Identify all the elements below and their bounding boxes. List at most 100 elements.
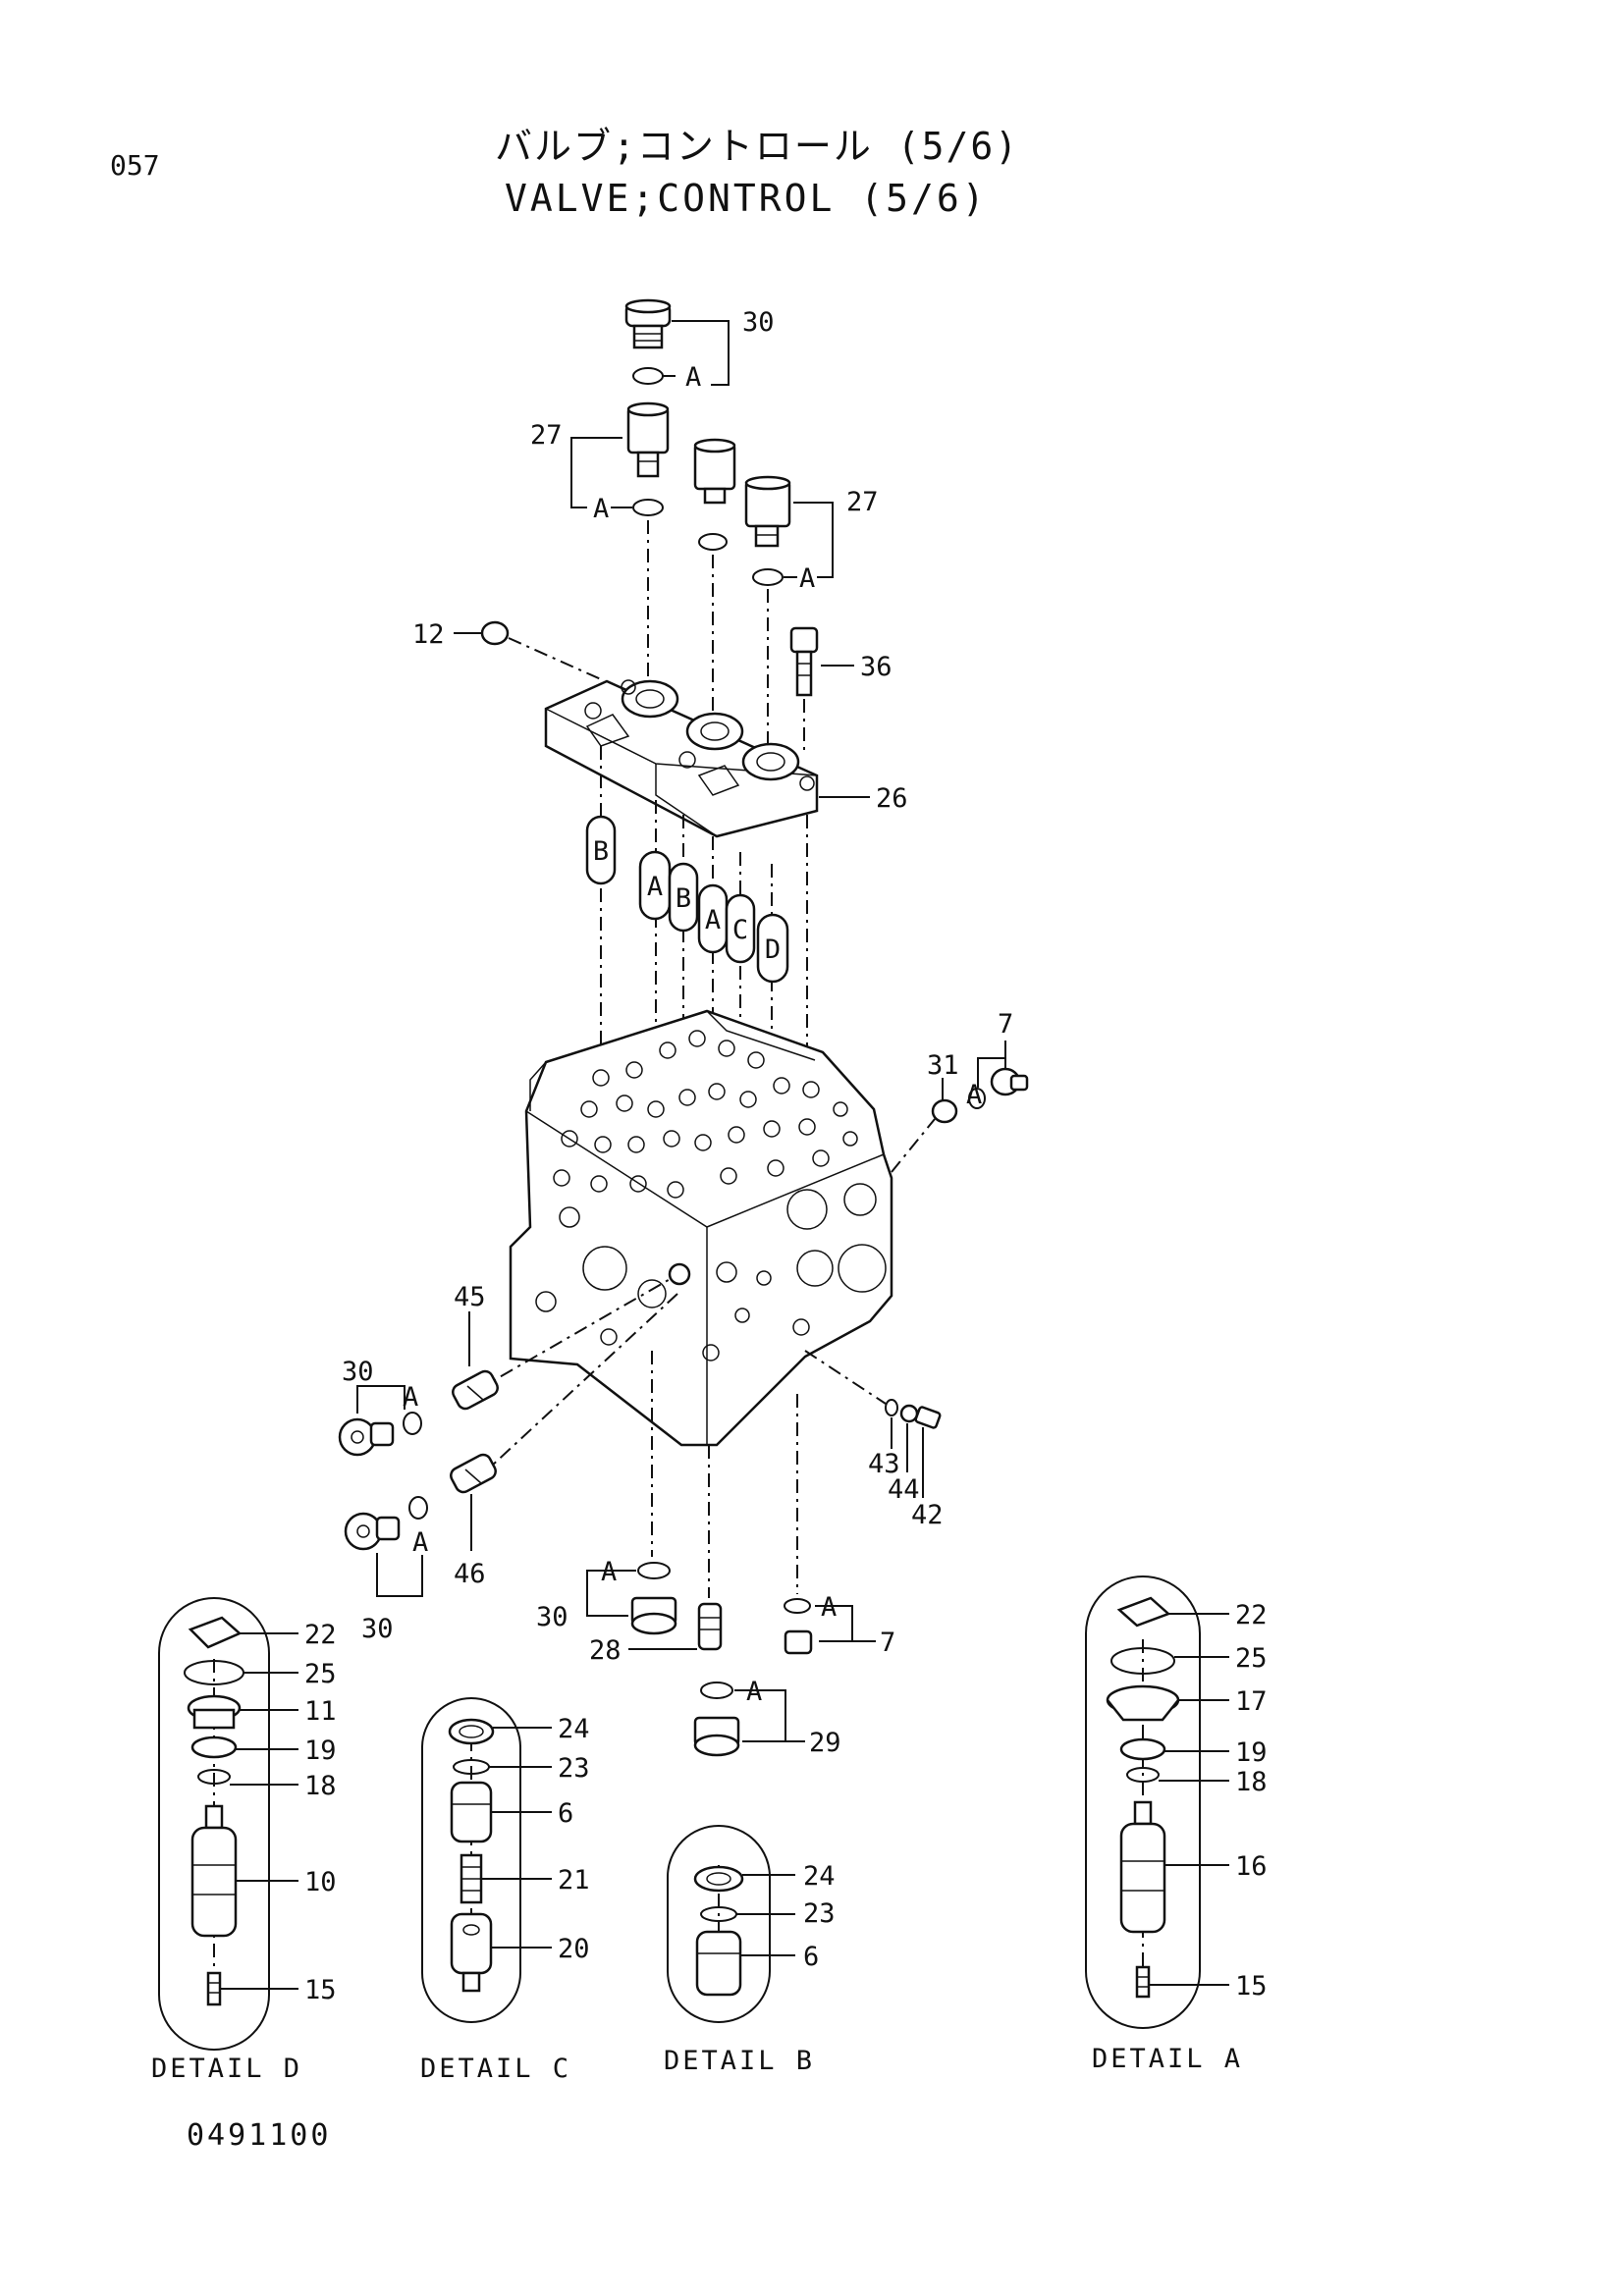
o-ring-43 xyxy=(885,1399,898,1416)
bolt-36 xyxy=(789,626,819,697)
o-ring-30-bottom xyxy=(637,1562,671,1579)
callout-a-29: A xyxy=(746,1677,762,1707)
tag-d: D xyxy=(756,913,789,984)
detail-d-frame: 22 25 11 19 18 10 15 xyxy=(158,1597,337,2051)
detail-c-frame: 24 23 6 21 20 xyxy=(421,1697,590,2023)
detail-b-frame: 24 23 6 xyxy=(667,1825,836,2023)
detail-a-label-15: 15 xyxy=(1235,1971,1268,2002)
plug-30-left-lower xyxy=(344,1512,401,1551)
callout-27-left: 27 xyxy=(530,420,563,451)
callout-7-top: 7 xyxy=(998,1009,1013,1040)
callout-30-left-upper: 30 xyxy=(342,1357,374,1387)
detail-b-label-6: 6 xyxy=(803,1942,819,1972)
spool-46 xyxy=(450,1453,497,1494)
detail-d-label-18: 18 xyxy=(304,1771,337,1801)
tag-a1: A xyxy=(638,850,672,921)
pin-45-head xyxy=(668,1262,691,1286)
callout-43: 43 xyxy=(868,1449,900,1479)
callout-28: 28 xyxy=(589,1635,622,1666)
detail-a-label-25: 25 xyxy=(1235,1643,1268,1674)
detail-d-label-19: 19 xyxy=(304,1735,337,1766)
detail-a-label-17: 17 xyxy=(1235,1686,1268,1717)
o-ring-31 xyxy=(968,1088,986,1109)
detail-b-caption: DETAIL B xyxy=(664,2046,815,2076)
valve-body xyxy=(509,1009,893,1447)
callout-a-left-lower: A xyxy=(412,1527,428,1558)
fitting-27-left xyxy=(626,401,670,478)
tag-a2: A xyxy=(697,883,729,954)
fitting-27-right xyxy=(744,475,791,548)
plug-29 xyxy=(693,1716,740,1757)
fitting-center xyxy=(693,438,736,505)
detail-c-label-6: 6 xyxy=(558,1798,573,1829)
detail-b-label-24: 24 xyxy=(803,1861,836,1892)
detail-a-label-22: 22 xyxy=(1235,1600,1268,1630)
detail-a-frame: 22 25 17 19 18 16 15 xyxy=(1085,1575,1268,2029)
tag-b1: B xyxy=(585,815,617,885)
callout-a-27-right: A xyxy=(799,563,815,594)
detail-c-label-24: 24 xyxy=(558,1714,590,1744)
plug-30-bottom xyxy=(630,1596,677,1635)
tag-b2: B xyxy=(668,862,699,933)
detail-a-label-16: 16 xyxy=(1235,1851,1268,1882)
detail-d-label-11: 11 xyxy=(304,1696,337,1727)
callout-a-left-upper: A xyxy=(403,1382,418,1413)
callout-26: 26 xyxy=(876,783,908,814)
plug-7-bottom xyxy=(784,1629,813,1655)
svg-text:D: D xyxy=(765,934,781,965)
callout-a-30-bottom: A xyxy=(601,1557,617,1587)
callout-30-bottom: 30 xyxy=(536,1602,568,1632)
plug-30-top xyxy=(624,298,672,349)
detail-c-label-23: 23 xyxy=(558,1753,590,1784)
plug-31 xyxy=(931,1098,958,1124)
o-ring-27-left xyxy=(632,499,664,516)
svg-text:A: A xyxy=(705,905,721,935)
callout-a-31: A xyxy=(966,1080,982,1110)
o-ring-center xyxy=(698,533,728,551)
callout-45: 45 xyxy=(454,1282,486,1312)
callout-30-left-lower: 30 xyxy=(361,1614,394,1644)
callout-27-right: 27 xyxy=(846,487,879,517)
callout-31: 31 xyxy=(927,1050,959,1081)
detail-c-label-21: 21 xyxy=(558,1865,590,1896)
title-english: VALVE;CONTROL (5/6) xyxy=(505,177,988,220)
callout-30-top: 30 xyxy=(742,307,775,338)
svg-text:B: B xyxy=(676,883,691,914)
title-japanese: バルブ;コントロール (5/6) xyxy=(495,125,1020,168)
detail-a-label-19: 19 xyxy=(1235,1737,1268,1768)
cover-plate-26 xyxy=(544,679,819,838)
o-ring-top xyxy=(632,367,664,385)
callout-44: 44 xyxy=(888,1474,920,1505)
detail-d-label-22: 22 xyxy=(304,1620,337,1650)
detail-d-label-25: 25 xyxy=(304,1659,337,1689)
callout-46: 46 xyxy=(454,1559,486,1589)
callout-7-bottom: 7 xyxy=(880,1628,895,1658)
o-ring-29 xyxy=(700,1682,733,1699)
callout-a-top: A xyxy=(685,362,701,393)
callout-a-7-bottom: A xyxy=(821,1592,837,1623)
svg-text:B: B xyxy=(593,836,609,867)
o-ring-27-right xyxy=(752,568,784,586)
page-code: 057 xyxy=(110,149,160,182)
detail-c-caption: DETAIL C xyxy=(420,2054,571,2084)
detail-c-label-20: 20 xyxy=(558,1934,590,1964)
svg-text:C: C xyxy=(732,915,748,945)
plug-12 xyxy=(480,620,510,646)
spool-28 xyxy=(697,1602,723,1651)
plug-42 xyxy=(914,1406,942,1429)
plug-30-left-upper xyxy=(338,1417,395,1457)
svg-text:A: A xyxy=(647,872,663,902)
tag-c: C xyxy=(725,893,756,964)
callout-a-27-left: A xyxy=(593,494,609,524)
callout-12: 12 xyxy=(412,619,445,650)
callout-29: 29 xyxy=(809,1728,841,1758)
o-ring-7-bottom xyxy=(784,1598,811,1614)
o-ring-left-upper xyxy=(403,1412,422,1435)
detail-d-caption: DETAIL D xyxy=(151,2054,302,2084)
detail-a-label-18: 18 xyxy=(1235,1767,1268,1797)
detail-b-label-23: 23 xyxy=(803,1898,836,1929)
drawing-number: 0491100 xyxy=(187,2118,332,2153)
callout-42: 42 xyxy=(911,1500,944,1530)
detail-a-caption: DETAIL A xyxy=(1092,2044,1243,2074)
